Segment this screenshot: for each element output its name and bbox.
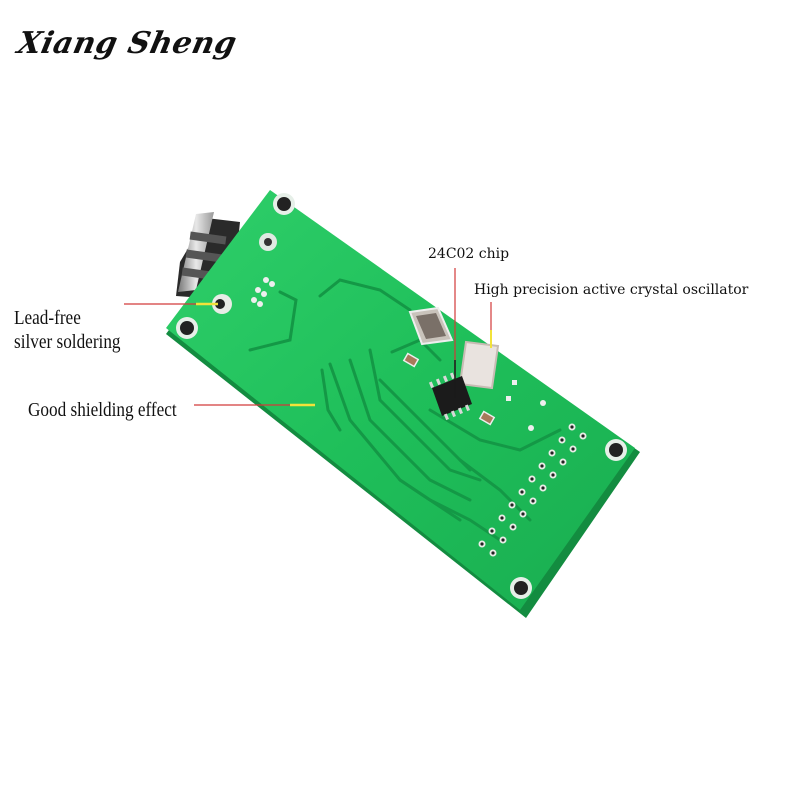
eeprom-chip-icon	[428, 372, 472, 421]
mounting-holes	[176, 193, 627, 599]
callout-lead-free-line2: silver soldering	[14, 331, 121, 353]
header-pins	[478, 423, 587, 557]
callout-lead-free-line1: Lead-free	[14, 307, 81, 329]
callout-crystal-oscillator: High precision active crystal oscillator	[474, 282, 749, 298]
crystal-icon	[408, 306, 454, 346]
callout-lead-free-soldering: Lead-free silver soldering	[14, 306, 121, 354]
callout-lines	[124, 268, 492, 407]
solder-pads	[212, 233, 277, 314]
callout-shielding-effect: Good shielding effect	[28, 399, 177, 421]
smd-components	[402, 352, 546, 431]
crystal-oscillator-icon	[458, 340, 500, 390]
callout-24c02-chip: 24C02 chip	[428, 246, 510, 262]
